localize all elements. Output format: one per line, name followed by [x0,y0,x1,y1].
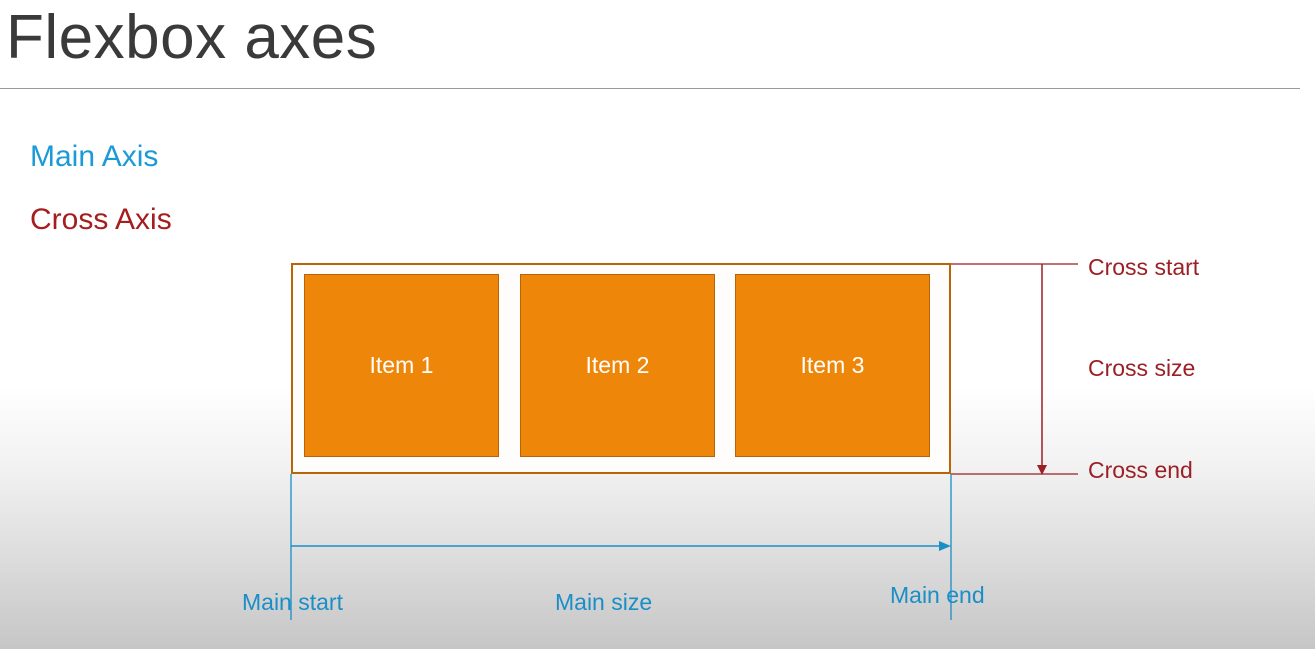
cross-start-label: Cross start [1088,254,1200,280]
cross-size-label: Cross size [1088,355,1196,381]
main-start-label: Main start [242,589,343,615]
flex-item-2: Item 2 [520,274,715,457]
legend-main-axis: Main Axis [30,140,159,173]
cross-end-label: Cross end [1088,457,1193,483]
flex-item-2-label: Item 2 [585,352,650,378]
legend-cross-axis: Cross Axis [30,203,172,236]
title-divider [0,88,1300,89]
flex-item-3: Item 3 [735,274,930,457]
flex-item-1-label: Item 1 [369,352,434,378]
slide-title: Flexbox axes [6,3,378,72]
flex-item-1: Item 1 [304,274,499,457]
main-size-label: Main size [555,589,653,615]
flex-item-3-label: Item 3 [800,352,865,378]
main-end-label: Main end [890,582,985,608]
